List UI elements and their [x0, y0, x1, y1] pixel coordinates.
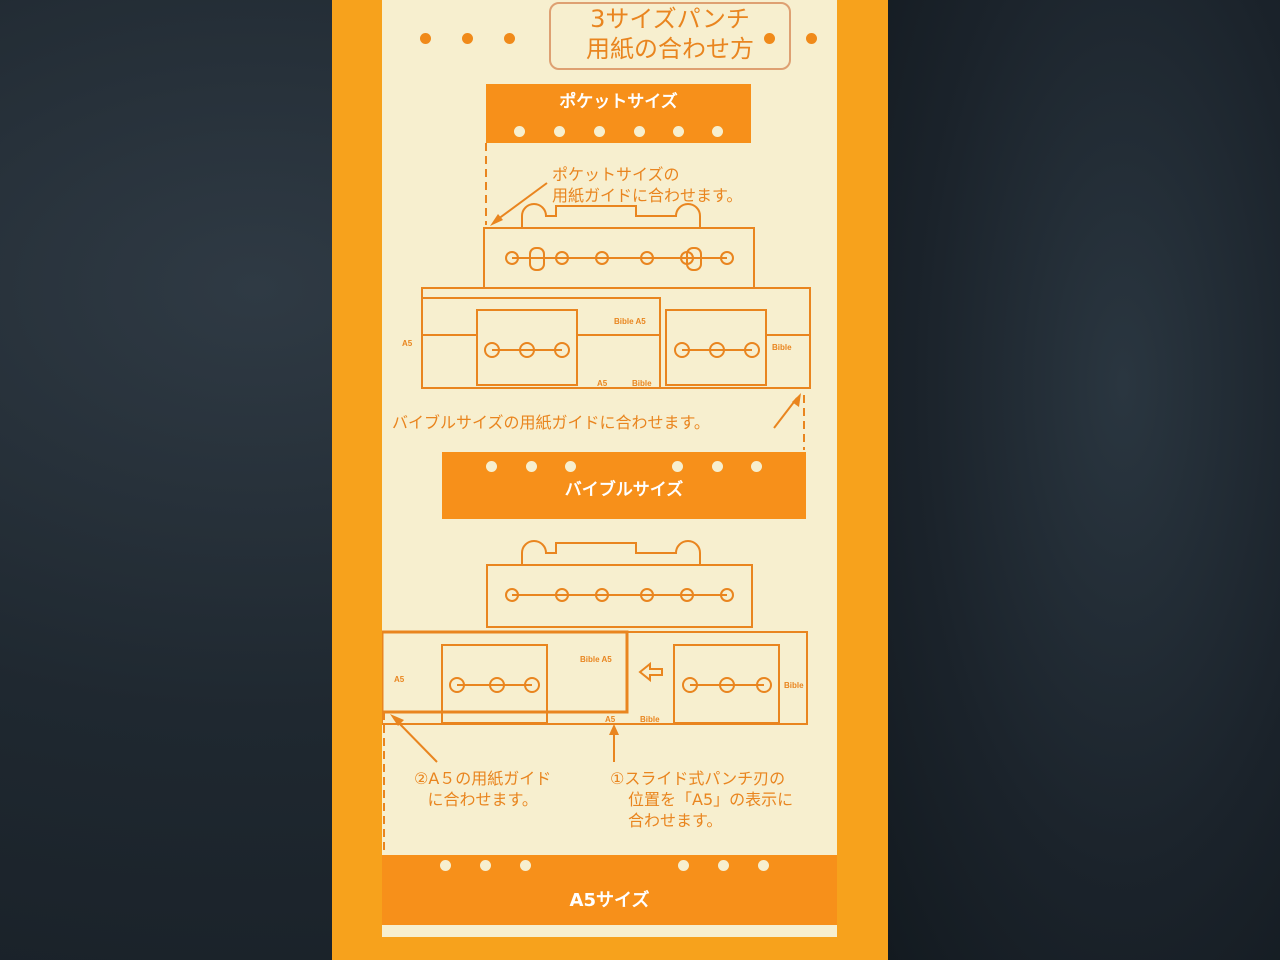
svg-text:A5: A5 — [394, 675, 405, 684]
instruction-card: 3サイズパンチ 用紙の合わせ方 ポケットサイズ ポケットサイズの 用紙ガイドに合… — [332, 0, 888, 960]
pocket-instruction: ポケットサイズの 用紙ガイドに合わせます。 — [552, 165, 743, 205]
hole-dot — [764, 33, 775, 44]
svg-text:Bible A5: Bible A5 — [580, 655, 612, 664]
svg-text:Bible: Bible — [784, 681, 804, 690]
card-title: 3サイズパンチ 用紙の合わせ方 — [549, 2, 791, 70]
band-label: A5サイズ — [569, 890, 650, 911]
a5-guide-instruction: ②A５の用紙ガイド に合わせます。 — [414, 769, 552, 809]
svg-text:A5: A5 — [402, 339, 413, 348]
hole-dot — [420, 33, 431, 44]
hole-dot — [806, 33, 817, 44]
hole-dot — [504, 33, 515, 44]
svg-text:Bible: Bible — [640, 715, 660, 724]
bible-instruction: バイブルサイズの用紙ガイドに合わせます。 — [392, 413, 710, 432]
a5-slide-instruction: ①スライド式パンチ刃の 位置を「A5」の表示に 合わせます。 — [610, 769, 794, 830]
hole-dot — [462, 33, 473, 44]
band-label: バイブルサイズ — [564, 480, 684, 500]
svg-text:Bible: Bible — [772, 343, 792, 352]
title-line-1: 3サイズパンチ — [590, 5, 750, 33]
leather-background — [887, 0, 1280, 960]
card-panel: 3サイズパンチ 用紙の合わせ方 ポケットサイズ ポケットサイズの 用紙ガイドに合… — [382, 0, 837, 937]
band-label: ポケットサイズ — [559, 92, 678, 112]
title-line-2: 用紙の合わせ方 — [586, 35, 754, 63]
band-bible-size: バイブルサイズ — [442, 452, 806, 519]
svg-text:A5: A5 — [605, 715, 616, 724]
band-pocket-size: ポケットサイズ — [486, 84, 751, 143]
svg-text:A5: A5 — [597, 379, 608, 388]
svg-text:Bible A5: Bible A5 — [614, 317, 646, 326]
svg-text:Bible: Bible — [632, 379, 652, 388]
